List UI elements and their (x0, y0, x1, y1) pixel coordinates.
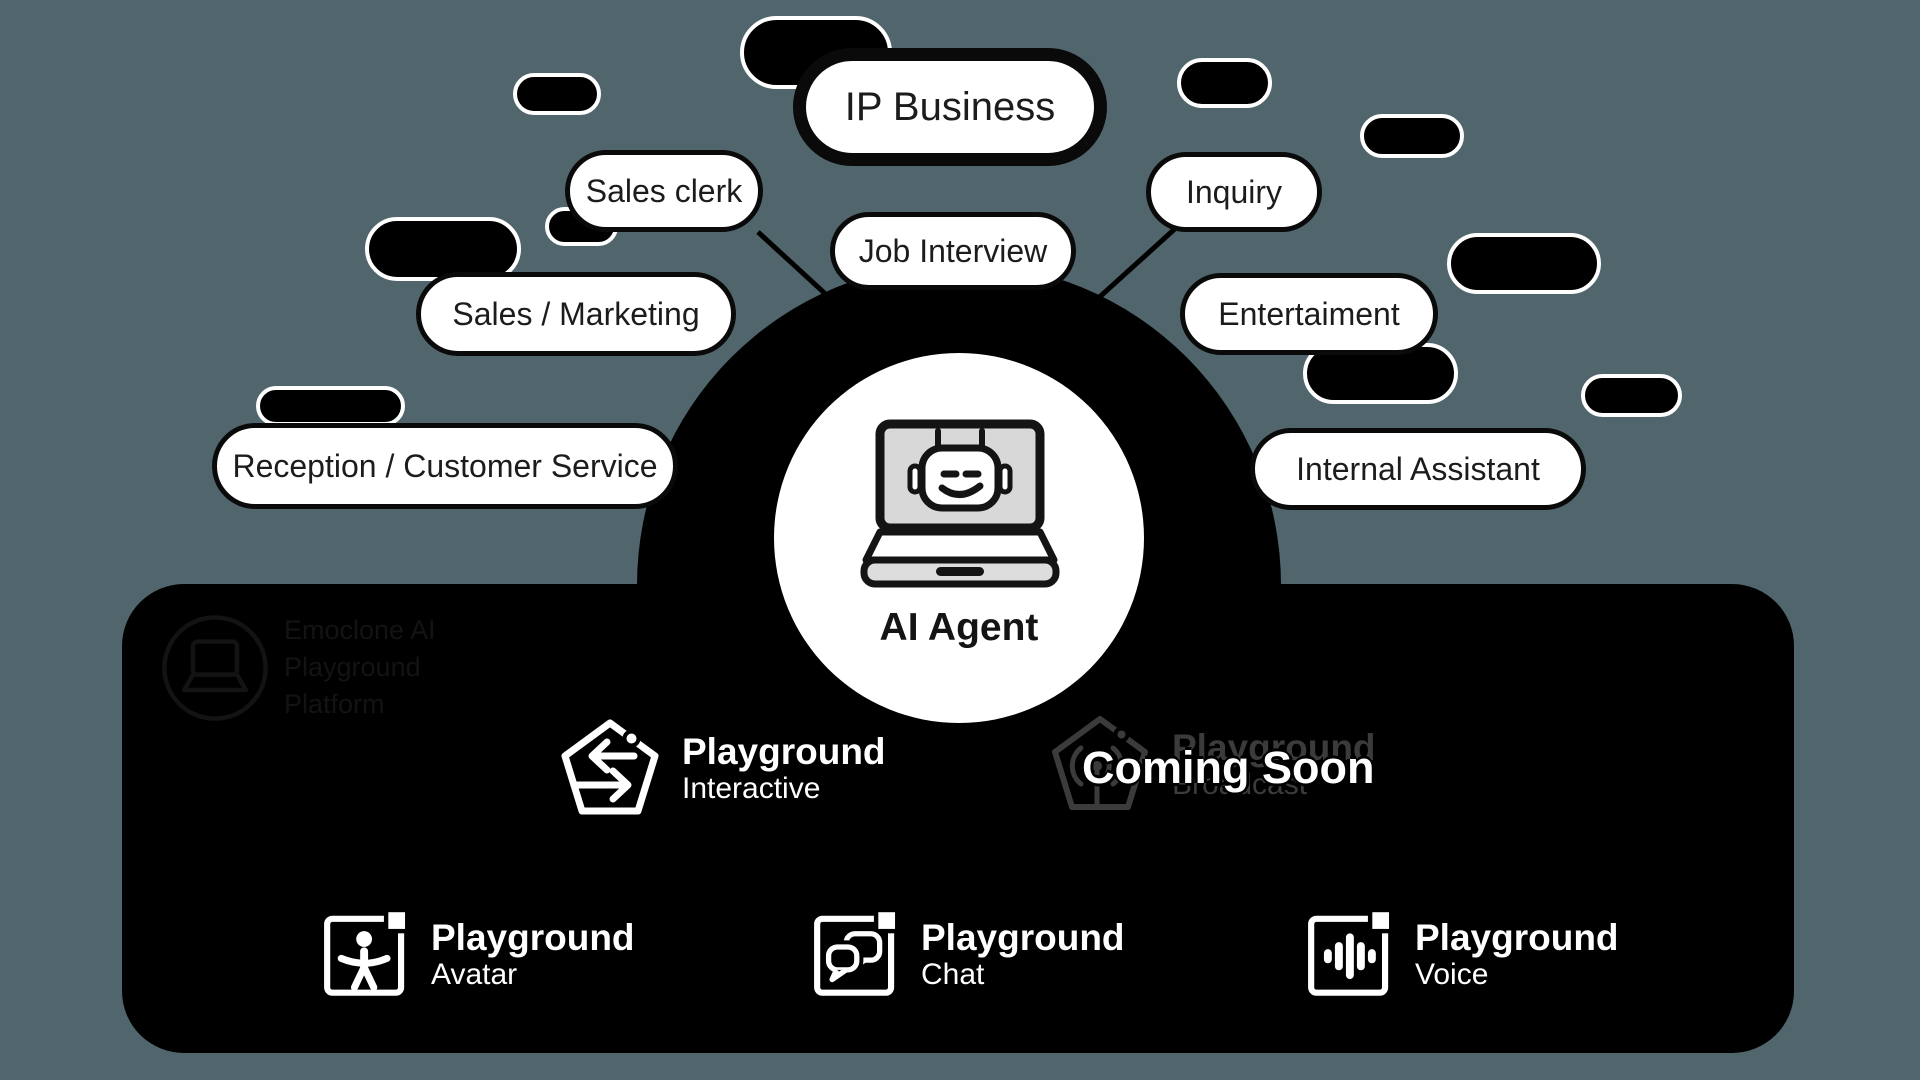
decorative-pill (513, 73, 601, 115)
decorative-pill (1360, 114, 1464, 158)
bubble-ip-business: IP Business (793, 48, 1107, 166)
bubble-inquiry: Inquiry (1146, 152, 1322, 232)
logo-text: Emoclone AI Playground Platform (284, 612, 436, 723)
feature-playground-voice: Playground Voice (1305, 910, 1619, 998)
feature-subtitle: Chat (921, 958, 985, 992)
bubble-label: IP Business (844, 84, 1056, 129)
decorative-pill (365, 217, 521, 281)
avatar-person-icon (324, 910, 409, 996)
bubble-reception-customer-service: Reception / Customer Service (212, 423, 678, 509)
feature-subtitle: Interactive (682, 772, 821, 806)
pentagon-broadcast-icon (1052, 716, 1148, 810)
bubble-label: Sales clerk (585, 172, 743, 209)
feature-title: Playground (431, 916, 635, 958)
feature-title: Playground (1172, 726, 1376, 768)
decorative-pill (1581, 374, 1682, 417)
feature-title: Playground (1415, 916, 1619, 958)
voice-waveform-icon (1308, 910, 1393, 996)
coming-soon-label: Coming Soon (1082, 742, 1375, 793)
feature-subtitle: Avatar (431, 958, 518, 992)
hub-label: AI Agent (879, 606, 1039, 649)
feature-subtitle: Broadcast (1172, 768, 1308, 802)
bubble-entertainment: Entertaiment (1180, 273, 1438, 355)
bubble-label: Job Interview (858, 232, 1048, 269)
decorative-pill (1447, 233, 1601, 294)
logo: Emoclone AI Playground Platform (160, 612, 436, 723)
logo-line: Emoclone AI (284, 615, 436, 645)
feature-title: Playground (682, 730, 886, 772)
bubble-sales-marketing: Sales / Marketing (416, 272, 736, 356)
chat-bubbles-icon (814, 910, 899, 996)
decorative-pill (1177, 58, 1272, 108)
bubble-internal-assistant: Internal Assistant (1250, 428, 1586, 510)
bubble-job-interview: Job Interview (830, 212, 1076, 290)
logo-line: Platform (284, 689, 385, 719)
feature-title: Playground (921, 916, 1125, 958)
feature-playground-broadcast: Playground Broadcast (1050, 714, 1376, 814)
bubble-label: Internal Assistant (1296, 450, 1540, 487)
bubble-sales-clerk: Sales clerk (565, 150, 763, 232)
feature-playground-chat: Playground Chat (811, 910, 1125, 998)
logo-line: Playground (284, 652, 421, 682)
bubble-label: Inquiry (1185, 173, 1283, 210)
feature-playground-interactive: Playground Interactive (560, 718, 886, 818)
ai-agent-laptop-icon (860, 419, 1060, 588)
pentagon-arrows-icon (561, 719, 659, 815)
bubble-label: Sales / Marketing (452, 295, 700, 332)
feature-playground-avatar: Playground Avatar (321, 910, 635, 998)
bubble-label: Entertaiment (1218, 295, 1400, 332)
logo-circle-icon (162, 614, 268, 721)
decorative-pill (256, 386, 405, 426)
feature-subtitle: Voice (1415, 958, 1489, 992)
bubble-label: Reception / Customer Service (232, 447, 658, 484)
